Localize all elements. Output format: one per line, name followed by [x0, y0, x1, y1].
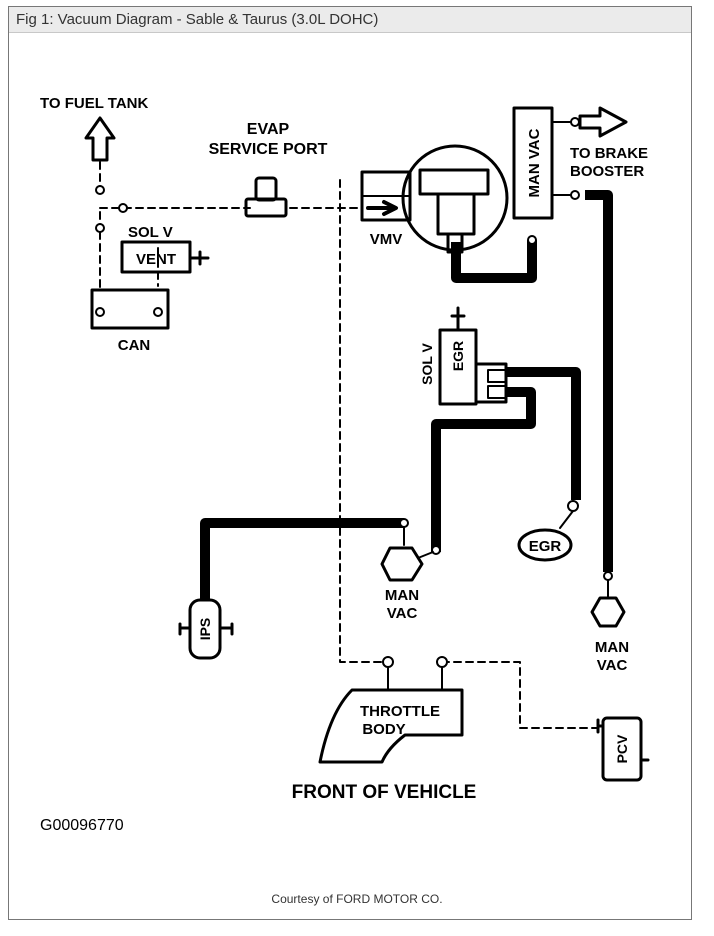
brake-booster-arrow-icon — [578, 106, 628, 138]
hose-vmv-to-manifold — [451, 240, 537, 283]
evap-service-port-icon — [244, 176, 288, 218]
man-vac-manifold-box — [512, 106, 554, 220]
man-vac-fitting-right-icon — [590, 596, 626, 628]
dash-throttle-right — [441, 661, 599, 729]
dash-throttle-left — [339, 179, 389, 663]
label-pcv: PCV — [614, 734, 630, 763]
hose-egr-sol-to-egr — [506, 367, 581, 500]
title-bar: Fig 1: Vacuum Diagram - Sable & Taurus (… — [9, 7, 691, 33]
label-ips: IPS — [197, 618, 213, 641]
label-vac-right: VAC — [597, 657, 628, 674]
egr-solenoid-icon — [438, 306, 508, 406]
label-sol-v: SOL V — [128, 224, 173, 241]
figure-title: Fig 1: Vacuum Diagram - Sable & Taurus (… — [16, 11, 379, 28]
ips-sensor-icon — [178, 598, 234, 660]
label-egr: EGR — [529, 538, 562, 555]
hose-egr-sol-to-man-vac — [431, 387, 536, 552]
label-booster: BOOSTER — [570, 163, 644, 180]
label-throttle: THROTTLE — [360, 703, 440, 720]
egr-valve-icon — [517, 528, 573, 562]
label-to-brake: TO BRAKE — [570, 145, 648, 162]
label-evap: EVAP — [247, 121, 290, 138]
label-egr-solenoid: EGR — [450, 341, 466, 371]
label-to-fuel-tank: TO FUEL TANK — [40, 95, 149, 112]
label-service-port: SERVICE PORT — [209, 141, 328, 158]
credit-line: Courtesy of FORD MOTOR CO. — [271, 892, 443, 906]
label-vac-center: VAC — [387, 605, 418, 622]
label-sol-v-egr: SOL V — [419, 342, 435, 384]
label-man-center: MAN — [385, 587, 419, 604]
hose-brake-booster — [585, 190, 613, 572]
pcv-valve-icon — [596, 716, 650, 782]
canister-box — [90, 288, 170, 330]
label-man-vac-top: MAN VAC — [526, 128, 543, 197]
hose-ips — [200, 518, 404, 600]
label-vent: VENT — [136, 251, 176, 268]
fuel-tank-arrow-icon — [84, 116, 116, 162]
throttle-body-outline — [318, 688, 464, 764]
label-can: CAN — [118, 337, 151, 354]
man-vac-fitting-center-icon — [380, 546, 424, 582]
label-vmv: VMV — [370, 231, 403, 248]
label-man-right: MAN — [595, 639, 629, 656]
label-front-of-vehicle: FRONT OF VEHICLE — [292, 782, 477, 803]
label-body: BODY — [362, 721, 405, 738]
vmv-icon — [360, 144, 509, 254]
figure-id: G00096770 — [40, 817, 124, 834]
